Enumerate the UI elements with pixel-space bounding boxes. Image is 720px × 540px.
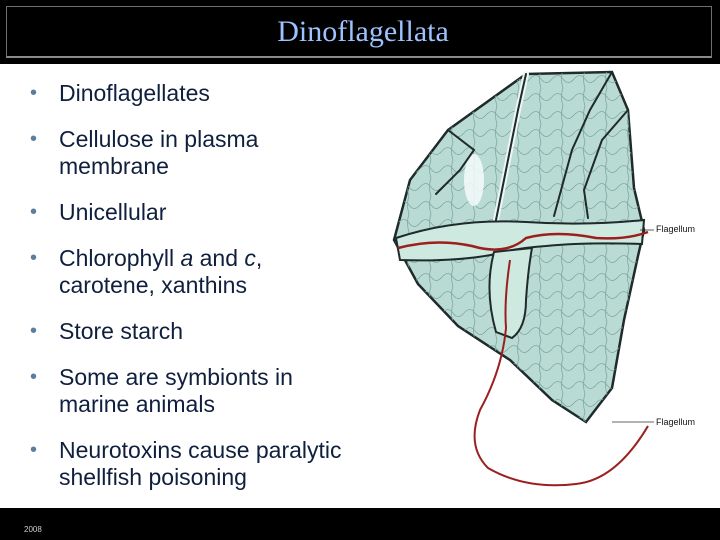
bullet-item: • Some are symbionts in marine animals bbox=[30, 364, 360, 418]
bullet-item: • Dinoflagellates bbox=[30, 80, 360, 107]
text-italic-a: a bbox=[180, 245, 194, 271]
bullet-text: Some are symbionts in marine animals bbox=[59, 364, 293, 417]
label-flagellum-top: Flagellum bbox=[656, 224, 696, 234]
bullet-item: •Chlorophyll a and c, carotene, xanthins bbox=[30, 245, 360, 299]
bullet-icon: • bbox=[30, 201, 38, 223]
bullet-text: Dinoflagellates bbox=[59, 80, 210, 106]
bullet-text-chlorophyll: Chlorophyll a and c, carotene, xanthins bbox=[59, 245, 262, 298]
title-frame bbox=[6, 6, 712, 58]
cingulum-groove bbox=[394, 218, 646, 262]
bullet-list: • Dinoflagellates • Cellulose in plasma me… bbox=[30, 80, 360, 510]
bullet-icon: • bbox=[30, 128, 38, 150]
bullet-icon: • bbox=[30, 366, 38, 388]
transverse-flagellum bbox=[397, 230, 649, 251]
bullet-item: • Unicellular bbox=[30, 199, 360, 226]
footer-bar: 2008 bbox=[0, 508, 720, 540]
footer-year: 2008 bbox=[24, 525, 42, 534]
title-bar: Dinoflagellata bbox=[0, 0, 720, 64]
sulcus bbox=[488, 246, 534, 340]
plate-sutures bbox=[435, 71, 629, 223]
cell-highlight bbox=[464, 154, 484, 206]
text-part: Chlorophyll bbox=[59, 245, 181, 271]
bullet-text: Neurotoxins cause paralytic shellfish po… bbox=[59, 437, 342, 490]
text-part: and bbox=[193, 245, 245, 271]
dinoflagellate-illustration: Flagellum Flagellum bbox=[376, 70, 710, 500]
bullet-item: • Neurotoxins cause paralytic shellfish p… bbox=[30, 437, 360, 491]
bullet-icon: • bbox=[30, 247, 38, 269]
label-flagellum-bottom: Flagellum bbox=[656, 417, 696, 427]
bullet-icon: • bbox=[30, 320, 38, 342]
bullet-icon: • bbox=[30, 82, 38, 104]
bullet-text: Cellulose in plasma membrane bbox=[59, 126, 259, 179]
bullet-text: Store starch bbox=[59, 318, 183, 344]
text-part: , carotene, xanthins bbox=[59, 245, 263, 298]
slide-title: Dinoflagellata bbox=[277, 15, 449, 48]
dinoflagellate-diagram bbox=[392, 70, 654, 487]
bullet-item: • Cellulose in plasma membrane bbox=[30, 126, 360, 180]
text-italic-c: c bbox=[244, 245, 256, 271]
bullet-text: Unicellular bbox=[59, 199, 167, 225]
bullet-icon: • bbox=[30, 439, 38, 461]
bullet-item: • Store starch bbox=[30, 318, 360, 345]
longitudinal-flagellum bbox=[473, 259, 649, 487]
